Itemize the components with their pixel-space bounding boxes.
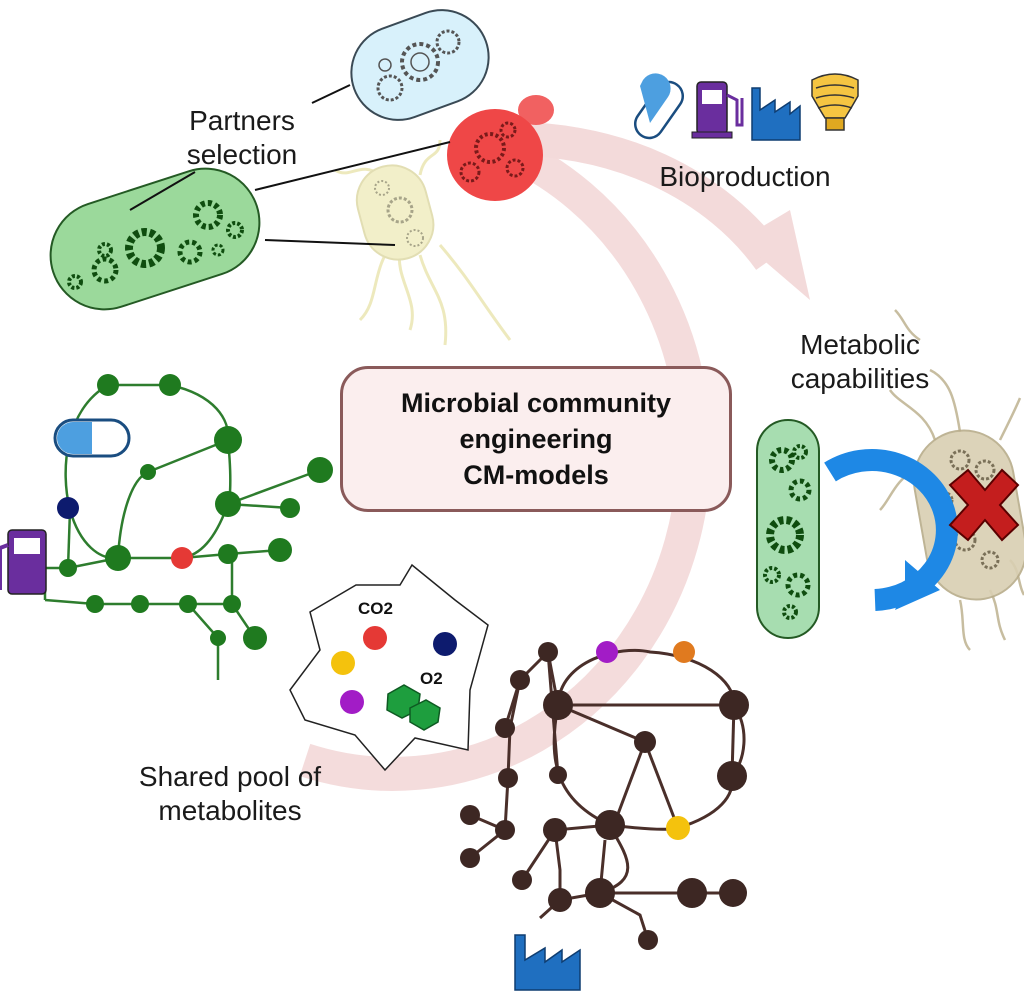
- gear-icon: [459, 121, 525, 183]
- fuel-pump-icon: [691, 81, 744, 139]
- pool-label-line2: metabolites: [158, 795, 302, 826]
- gear-icon: [376, 29, 461, 102]
- gold-metabolite-node: [666, 816, 690, 840]
- fuel-pump-icon: [0, 529, 47, 595]
- center-title-box: Microbial community engineering CM-model…: [340, 366, 732, 512]
- metabolic-capabilities-label: Metabolic capabilities: [770, 328, 950, 396]
- partners-connector-lines: [129, 84, 451, 246]
- navy-metabolite-node: [57, 497, 79, 519]
- gear-icon: [67, 200, 244, 290]
- light-bulb-icon: [811, 73, 859, 131]
- purple-metabolite-node: [596, 641, 618, 663]
- green-vertical-bacterium: [756, 419, 820, 639]
- yellow-bacterium: [334, 139, 512, 346]
- pill-icon: [53, 418, 131, 458]
- navy-metabolite: [433, 632, 457, 656]
- purple-metabolite: [340, 690, 364, 714]
- metabolic-label-line2: capabilities: [790, 363, 930, 394]
- blue-bacterium: [350, 9, 490, 121]
- bioproduction-label: Bioproduction: [659, 161, 831, 192]
- gold-metabolite: [331, 651, 355, 675]
- red-metabolite-node: [171, 547, 193, 569]
- partners-selection-label: Partners selection: [172, 104, 312, 172]
- gear-icon: [763, 444, 812, 620]
- center-title-line3: CM-models: [463, 460, 609, 490]
- cycle-arrow-icon: [824, 449, 958, 611]
- pill-icon: [633, 73, 685, 140]
- brown-network: [460, 641, 749, 950]
- partners-label-line1: Partners: [189, 105, 295, 136]
- metabolite-pool-bubble: [289, 563, 489, 772]
- green-network: [20, 374, 333, 680]
- factory-icon: [751, 87, 801, 141]
- co2-label: CO2: [358, 599, 393, 618]
- metabolic-label-line1: Metabolic: [800, 329, 920, 360]
- center-title-line1: Microbial community: [400, 388, 672, 418]
- center-title-line2: engineering: [459, 424, 613, 454]
- green-bacterium: [49, 167, 261, 311]
- o2-label: O2: [420, 669, 443, 688]
- green-hexagon-metabolites: [386, 684, 441, 731]
- red-yeast: [447, 95, 554, 201]
- factory-icon: [514, 934, 581, 991]
- orange-metabolite-node: [673, 641, 695, 663]
- x-mark-icon: [948, 468, 1020, 542]
- pool-label-line1: Shared pool of: [138, 761, 322, 792]
- red-metabolite: [363, 626, 387, 650]
- partners-label-line2: selection: [186, 139, 298, 170]
- gear-icon: [374, 180, 424, 247]
- shared-pool-label: Shared pool of metabolites: [115, 760, 345, 828]
